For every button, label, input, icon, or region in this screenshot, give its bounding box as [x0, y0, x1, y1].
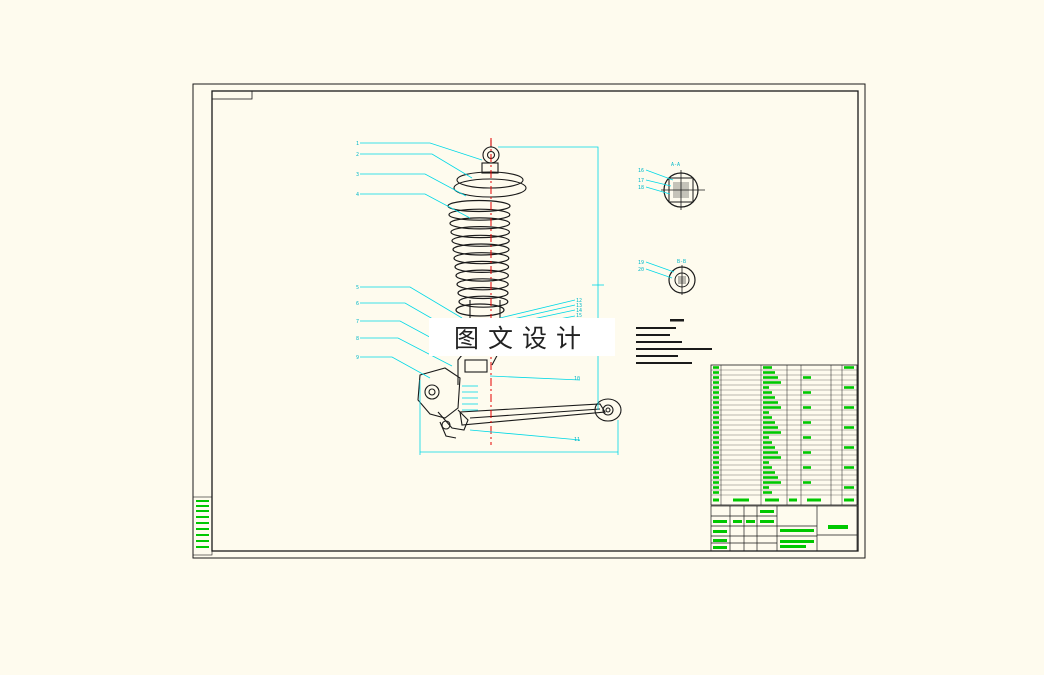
- balloon-2: 2: [356, 152, 359, 158]
- spring-coil: [454, 260, 510, 273]
- section-view-b: B-B: [645, 259, 696, 295]
- balloon-7: 7: [356, 319, 359, 325]
- balloon-numbers: 1 2 3 4 5 6 7 8 9 10 11 12 13 14 15 16 1…: [356, 141, 644, 443]
- spring-coil: [455, 269, 510, 282]
- technical-requirements: [636, 319, 712, 364]
- spring-coil: [447, 199, 511, 213]
- coil-spring: [447, 199, 511, 317]
- balloon-4: 4: [356, 192, 359, 198]
- parts-list-table: [710, 364, 858, 506]
- balloon-12: 12: [576, 298, 582, 304]
- balloon-6: 6: [356, 301, 359, 307]
- leader-ticks: [462, 385, 478, 411]
- balloon-9: 9: [356, 355, 359, 361]
- section-label-a: A-A: [671, 162, 680, 168]
- balloon-14: 14: [576, 308, 582, 314]
- balloon-5: 5: [356, 285, 359, 291]
- balloon-17: 17: [638, 178, 644, 184]
- section-label-b: B-B: [677, 259, 686, 265]
- spring-coil: [457, 286, 509, 300]
- balloon-1: 1: [356, 141, 359, 147]
- spring-coil: [451, 234, 510, 247]
- section-view-a: A-A: [645, 162, 705, 210]
- title-block: [710, 505, 858, 552]
- spring-coil: [458, 295, 509, 308]
- leader-lines-left: [360, 142, 581, 441]
- balloon-20: 20: [638, 267, 644, 273]
- spring-coil: [452, 243, 510, 256]
- balloon-15: 15: [576, 313, 582, 319]
- title-block-fills: [713, 510, 848, 549]
- balloon-19: 19: [638, 260, 644, 266]
- balloon-8: 8: [356, 336, 359, 342]
- watermark-logo: 图文设计: [429, 318, 615, 356]
- sheet-frame: [192, 83, 866, 559]
- balloon-13: 13: [576, 303, 582, 309]
- balloon-16: 16: [638, 168, 644, 174]
- spring-coil: [449, 217, 511, 230]
- spring-coil: [450, 226, 511, 239]
- spring-coil: [448, 208, 511, 221]
- balloon-3: 3: [356, 172, 359, 178]
- spring-coil: [456, 278, 509, 291]
- balloon-11: 11: [574, 437, 580, 443]
- balloon-10: 10: [574, 376, 580, 382]
- binding-strip: [192, 496, 213, 556]
- strut-assembly: [453, 140, 527, 198]
- balloon-18: 18: [638, 185, 644, 191]
- spring-coil: [453, 252, 510, 265]
